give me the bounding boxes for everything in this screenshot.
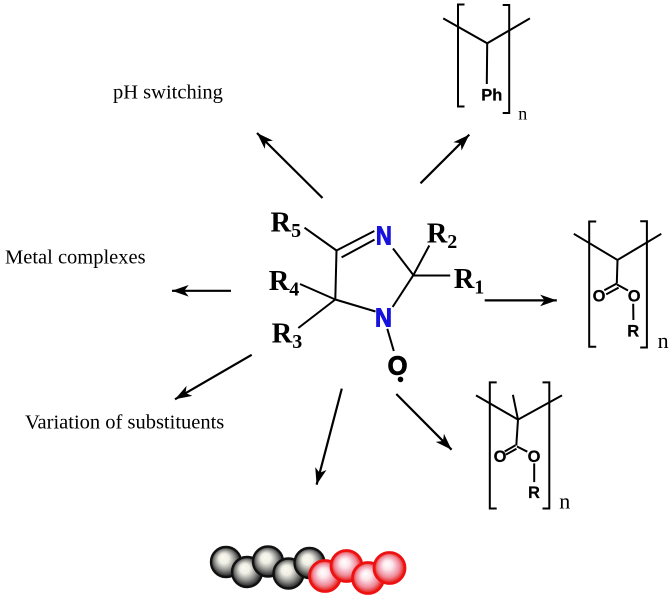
svg-text:O: O — [593, 288, 606, 306]
svg-text:n: n — [518, 104, 527, 124]
svg-text:n: n — [658, 328, 669, 353]
svg-text:N: N — [375, 305, 392, 333]
svg-text:R: R — [528, 484, 540, 502]
svg-text:O: O — [388, 352, 408, 380]
svg-text:O: O — [494, 448, 507, 466]
svg-text:Variation of substituents: Variation of substituents — [25, 411, 224, 433]
svg-text:Ph: Ph — [481, 87, 502, 105]
svg-text:R1: R1 — [454, 264, 485, 299]
svg-text:O: O — [528, 448, 541, 466]
svg-text:Metal complexes: Metal complexes — [5, 247, 146, 269]
svg-text:R2: R2 — [427, 218, 458, 253]
svg-text:O: O — [628, 288, 641, 306]
svg-text:R5: R5 — [271, 208, 302, 243]
svg-text:R: R — [627, 322, 639, 340]
svg-text:pH switching: pH switching — [113, 82, 223, 104]
svg-text:R3: R3 — [272, 318, 303, 353]
svg-text:n: n — [559, 488, 570, 513]
svg-text:N: N — [376, 222, 392, 250]
svg-text:R4: R4 — [269, 266, 300, 301]
